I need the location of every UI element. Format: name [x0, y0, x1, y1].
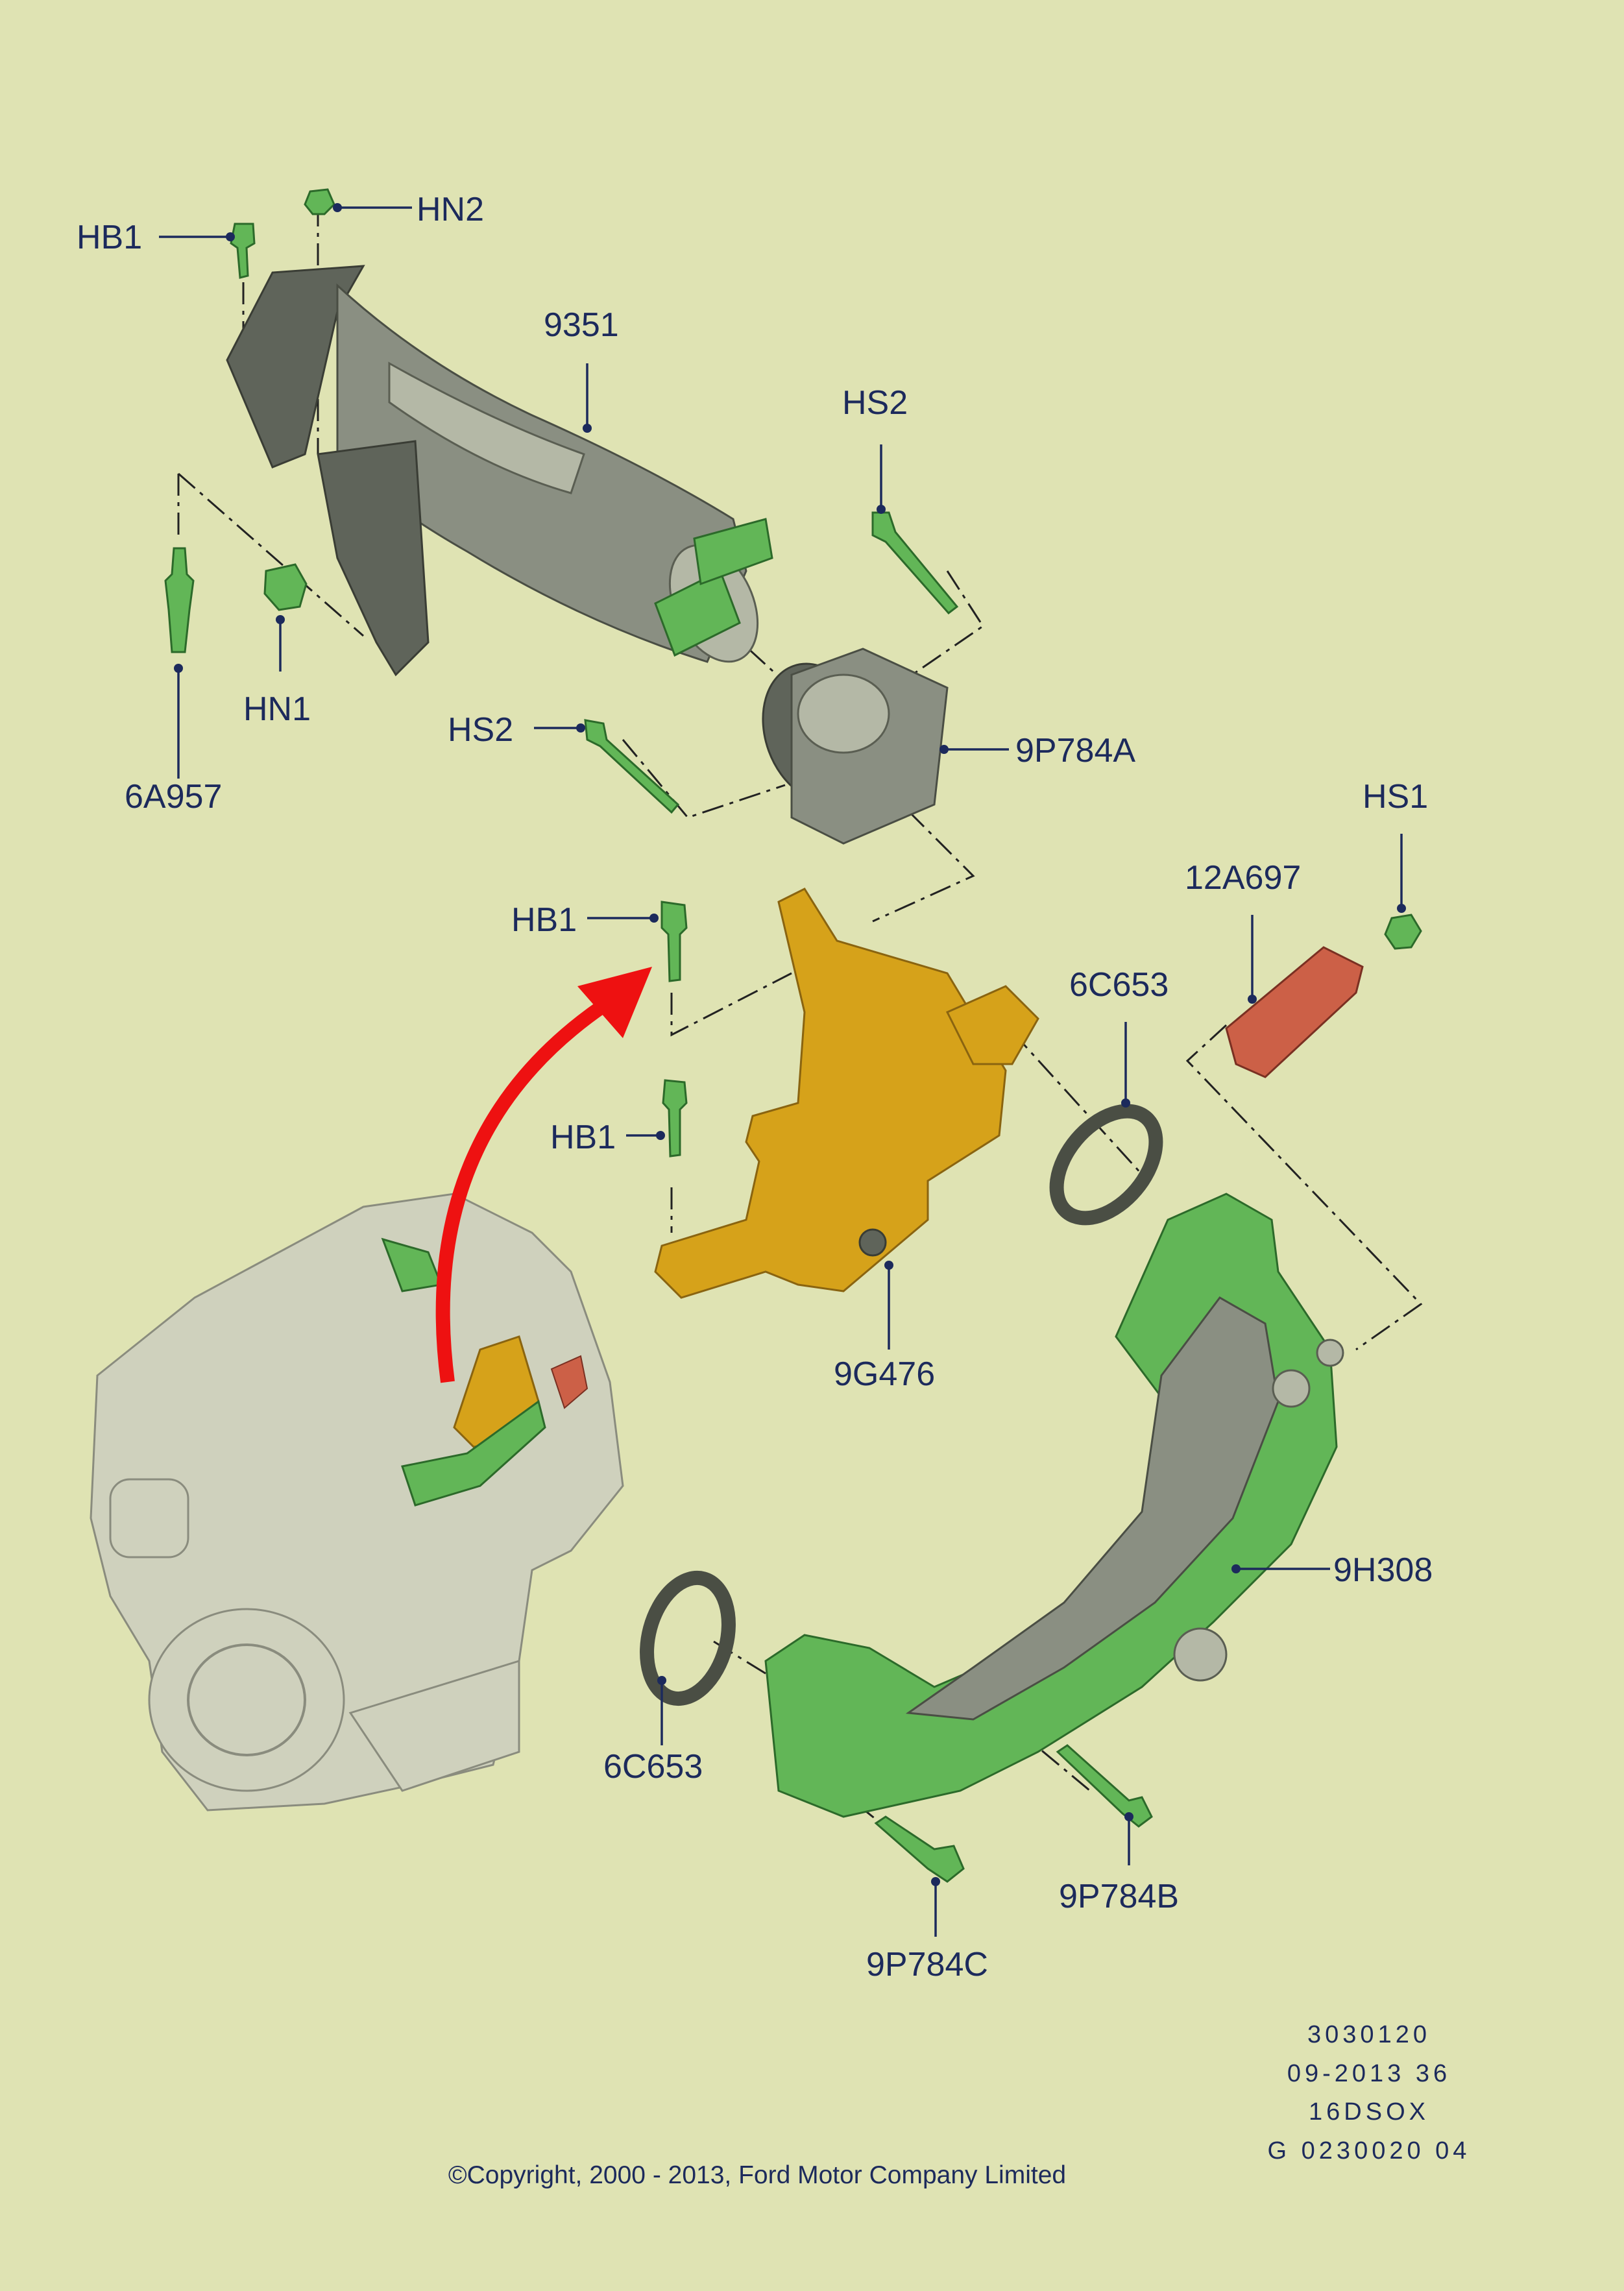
leader-lines — [159, 203, 1406, 1937]
label-hb1-low: HB1 — [550, 1119, 616, 1156]
label-hs2-top: HS2 — [842, 384, 908, 422]
engine-overview — [90, 1193, 624, 1812]
sensor-12a697 — [1225, 946, 1364, 1078]
red-arrow — [435, 967, 652, 1383]
reference-code: 3030120 09-2013 36 16DSOX G 0230020 04 — [1268, 2021, 1471, 2164]
label-hb1-top: HB1 — [77, 219, 142, 256]
throttle-body-9p784a — [762, 648, 949, 845]
label-hs1: HS1 — [1363, 778, 1428, 816]
copyright-notice: ©Copyright, 2000 - 2013, Ford Motor Comp… — [448, 2161, 1066, 2189]
label-hs2-mid: HS2 — [448, 711, 513, 749]
reference-line-2: 09-2013 36 — [1287, 2060, 1451, 2087]
air-duct-9351 — [226, 265, 773, 677]
label-6c653-left: 6C653 — [603, 1748, 703, 1786]
part-labels: HB1 HN2 9351 HS2 HN1 6A957 HS2 9P784A HS… — [77, 191, 1433, 1983]
label-12a697: 12A697 — [1185, 859, 1301, 897]
gasket-6c653-left — [640, 1570, 736, 1706]
label-hn2: HN2 — [417, 191, 484, 228]
reference-line-1: 3030120 — [1307, 2021, 1431, 2048]
intake-pipe-9h308 — [764, 1193, 1344, 1818]
reference-line-3: 16DSOX — [1309, 2098, 1429, 2126]
label-hn1: HN1 — [243, 690, 311, 728]
label-9p784b: 9P784B — [1059, 1878, 1179, 1915]
label-9351: 9351 — [544, 306, 619, 344]
label-hb1-mid: HB1 — [511, 901, 577, 939]
label-9p784a: 9P784A — [1015, 732, 1135, 770]
fasteners — [164, 188, 1422, 1883]
gasket-6c653-right — [1049, 1104, 1163, 1226]
bracket-9g476 — [654, 888, 1039, 1299]
label-9p784c: 9P784C — [866, 1946, 988, 1983]
label-6a957: 6A957 — [125, 778, 222, 816]
label-9g476: 9G476 — [834, 1355, 935, 1393]
reference-line-4: G 0230020 04 — [1268, 2137, 1471, 2164]
label-9h308: 9H308 — [1333, 1551, 1433, 1589]
label-6c653-right: 6C653 — [1069, 966, 1169, 1004]
